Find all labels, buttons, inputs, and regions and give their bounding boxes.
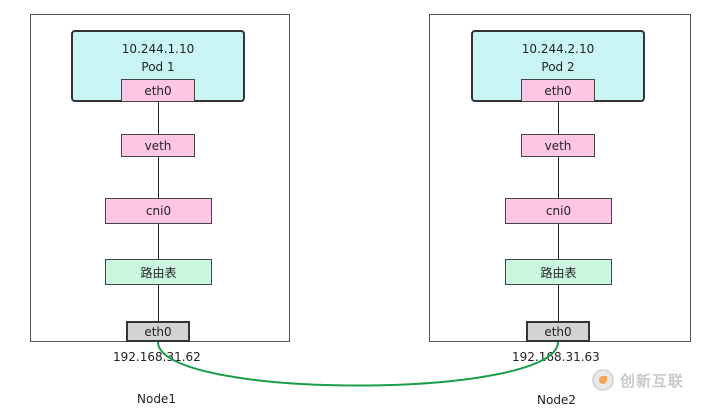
pod2-box: 10.244.2.10 Pod 2 — [471, 30, 645, 102]
node2-host-ip: 192.168.31.63 — [512, 350, 600, 364]
node2-link-eth-veth — [558, 102, 559, 134]
node1-label: Node1 — [137, 392, 176, 406]
node2-route-table: 路由表 — [505, 259, 612, 285]
node1-link-veth-cni — [158, 157, 159, 198]
pod2-ip: 10.244.2.10 — [521, 42, 595, 56]
node1-host-ip: 192.168.31.62 — [113, 350, 201, 364]
node-interconnect-link — [157, 341, 559, 387]
node2-link-cni-route — [558, 224, 559, 259]
node1-link-eth-veth — [158, 102, 159, 134]
node1-link-cni-route — [158, 224, 159, 259]
node2-cni0: cni0 — [505, 198, 612, 224]
node1-route-table: 路由表 — [105, 259, 212, 285]
watermark: 创新互联 — [592, 369, 684, 391]
pod2-name: Pod 2 — [541, 60, 575, 74]
pod2-eth0: eth0 — [521, 79, 595, 102]
node2-link-route-eth — [558, 285, 559, 321]
node2-host-eth0: eth0 — [526, 321, 590, 342]
node2-veth: veth — [521, 134, 595, 157]
pod1-eth0: eth0 — [121, 79, 195, 102]
node2-link-veth-cni — [558, 157, 559, 198]
watermark-logo-icon — [592, 369, 614, 391]
pod1-ip: 10.244.1.10 — [121, 42, 195, 56]
node2-label: Node2 — [537, 393, 576, 407]
pod1-name: Pod 1 — [141, 60, 175, 74]
node1-link-route-eth — [158, 285, 159, 321]
node1-veth: veth — [121, 134, 195, 157]
node1-cni0: cni0 — [105, 198, 212, 224]
node1-host-eth0: eth0 — [126, 321, 190, 342]
watermark-text: 创新互联 — [620, 371, 685, 390]
